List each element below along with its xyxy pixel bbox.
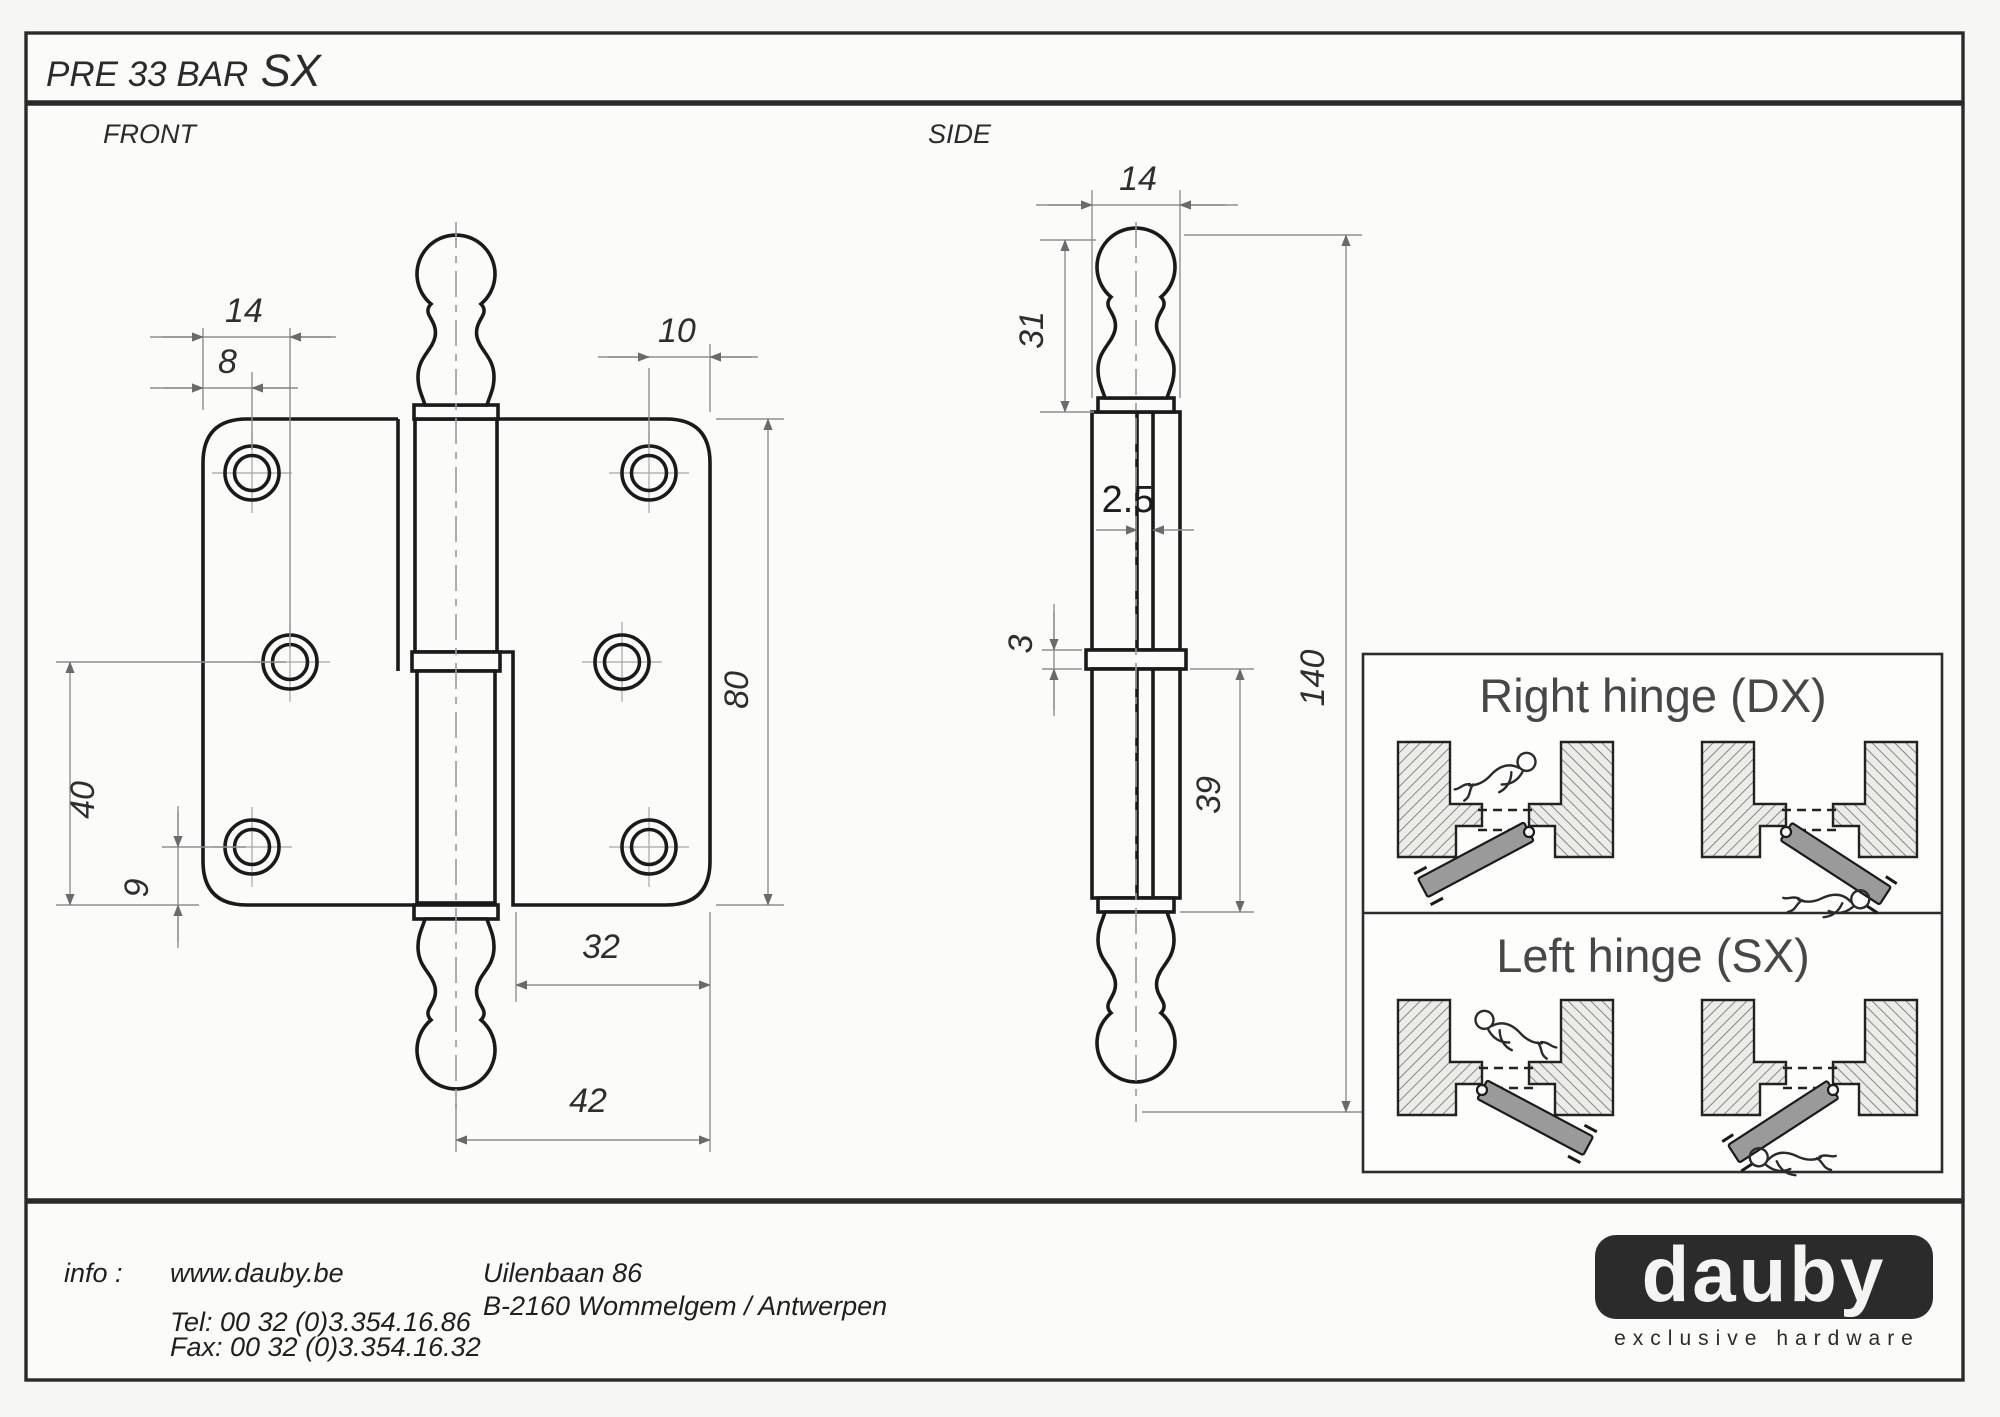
side-view: 14 31 2.5 3 39 140 — [1002, 160, 1362, 1122]
dim-side-finial-height: 31 — [1013, 311, 1051, 349]
sheet-title-variant: SX — [261, 45, 323, 96]
dim-front-hole-edge-right: 10 — [658, 312, 696, 350]
side-view-label: SIDE — [928, 119, 992, 149]
dim-front-leaf-height: 80 — [718, 671, 756, 709]
fax: Fax: 00 32 (0)3.354.16.32 — [170, 1332, 481, 1362]
front-view: 14 8 10 80 40 — [56, 222, 784, 1152]
address-line2: B-2160 Wommelgem / Antwerpen — [483, 1291, 887, 1321]
front-dimensions: 14 8 10 80 40 — [56, 292, 784, 1152]
info-label: info : — [64, 1258, 123, 1288]
dim-front-leaf-width: 32 — [582, 928, 620, 966]
dim-front-corner-hole-drop: 9 — [118, 878, 156, 897]
dim-side-collar-height: 3 — [1002, 634, 1040, 653]
logo-tagline: exclusive hardware — [1614, 1327, 1920, 1350]
dim-side-lower-barrel: 39 — [1190, 776, 1228, 814]
screw-hole — [582, 622, 662, 702]
screw-hole — [609, 807, 689, 887]
logo-wordmark: dauby — [1642, 1230, 1887, 1318]
address-line1: Uilenbaan 86 — [483, 1258, 643, 1288]
footer: info : www.dauby.be Uilenbaan 86 B-2160 … — [64, 1230, 1933, 1362]
telephone: Tel: 00 32 (0)3.354.16.86 — [170, 1307, 472, 1337]
right-hinge-title: Right hinge (DX) — [1479, 669, 1826, 722]
sheet-title: PRE 33 BAR SX — [46, 45, 323, 96]
dim-front-mid-hole-drop: 40 — [64, 781, 102, 819]
side-dimensions: 14 31 2.5 3 39 140 — [1002, 160, 1362, 1113]
dim-side-overall-height: 140 — [1294, 650, 1332, 707]
logo-background — [1595, 1235, 1933, 1319]
sheet-title-series: PRE 33 BAR — [46, 55, 248, 94]
left-hinge-title: Left hinge (SX) — [1496, 929, 1810, 982]
website-link[interactable]: www.dauby.be — [170, 1258, 344, 1288]
dauby-logo: dauby exclusive hardware — [1595, 1230, 1933, 1350]
dim-front-half-width: 42 — [569, 1082, 607, 1120]
handing-panel: Right hinge (DX) Left hinge (SX) — [1361, 652, 1944, 1183]
dim-side-knuckle-width: 14 — [1119, 160, 1157, 198]
dim-front-hole-edge: 8 — [218, 343, 237, 381]
front-view-label: FRONT — [103, 119, 198, 149]
dim-side-leaf-thickness: 2.5 — [1102, 479, 1155, 521]
dim-front-hole-pitch: 14 — [225, 292, 263, 330]
